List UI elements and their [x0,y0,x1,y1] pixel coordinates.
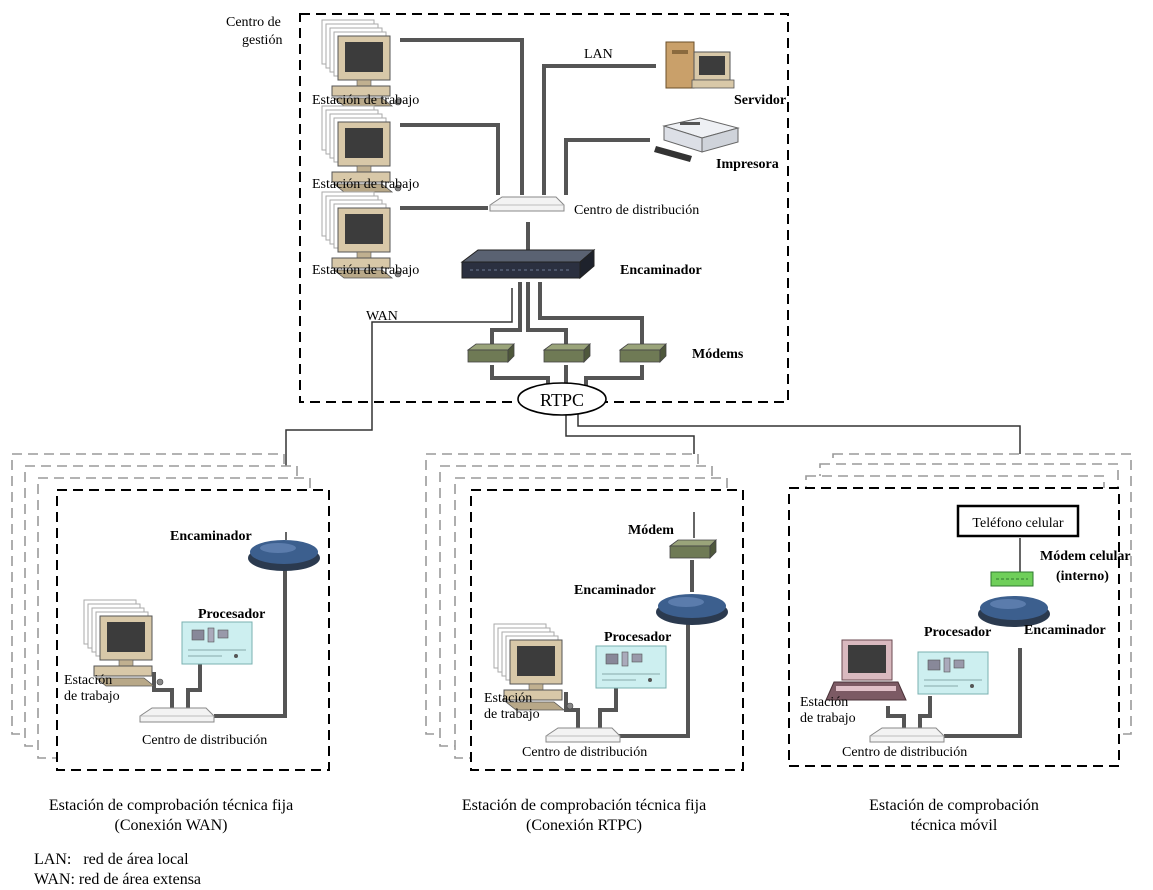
hub-icon-rtpc [545,727,621,743]
station-mobile-cable-ws-hub [886,706,906,728]
rtpc-network-ellipse [517,382,607,416]
station-wan-cable-ws-hub [152,672,174,708]
station-rtpc-cable-router-hub [616,622,690,738]
workstation-label-rtpc-1: Estación [484,691,532,706]
rtpc-label: RTPC [540,390,584,410]
cable-printer-hub [564,138,650,195]
processor-icon-rtpc [595,645,667,689]
wan-label: WAN [366,309,398,324]
printer-label: Impresora [716,157,779,172]
server-icon [665,41,735,89]
legend-lan: LAN: red de área local [34,851,189,868]
modem-icon-3 [619,343,667,363]
modem-label-rtpc: Módem [628,523,674,538]
workstation-label-1: Estación de trabajo [312,93,419,108]
workstation-label-mobile-1: Estación [800,695,848,710]
station-wan-cable-router-hub [214,566,287,718]
cable-router-modem1 [490,282,522,345]
processor-label-rtpc: Procesador [604,630,671,645]
server-label: Servidor [734,93,786,108]
cable-router-modem3 [538,282,644,345]
router-icon-central [460,248,596,280]
router-label-central: Encaminador [620,263,702,278]
caption-mobile-1: Estación de comprobación [869,797,1039,814]
cable-modem3-rtpc [584,365,644,386]
workstation-label-rtpc-2: de trabajo [484,707,540,722]
router-label-wan: Encaminador [170,529,252,544]
modem-icon-1 [467,343,515,363]
modems-label: Módems [692,347,744,362]
station-rtpc-cable-ws-hub [564,692,580,728]
wan-line [285,288,513,532]
cell-phone-label: Teléfono celular [972,516,1063,531]
hub-icon-wan [139,707,215,723]
cell-phone-box [956,504,1080,538]
router-icon-rtpc [656,594,728,625]
caption-rtpc-2: (Conexión RTPC) [526,817,642,834]
cell-modem-icon [990,571,1034,587]
processor-label-mobile: Procesador [924,625,991,640]
processor-icon-mobile [917,651,989,695]
management-center-title-2: gestión [242,33,282,48]
management-center-title-1: Centro de [226,15,281,30]
hub-label-wan: Centro de distribución [142,733,267,748]
station-mobile-cable-proc-hub [918,696,932,728]
modem-icon-2 [543,343,591,363]
legend-wan: WAN: red de área extensa [34,871,201,888]
cable-router-modem2 [526,282,568,345]
cable-server-hub [542,64,656,195]
hub-icon-mobile [869,727,945,743]
station-mobile-cable-router-hub [944,648,1022,738]
station-rtpc-cable-proc-hub [598,688,618,728]
modem-icon-rtpc [669,539,717,559]
cable-ws2-hub [400,123,500,195]
processor-label-wan: Procesador [198,607,265,622]
lan-label: LAN [584,47,613,62]
hub-label-mobile: Centro de distribución [842,745,967,760]
cell-modem-label-2: (interno) [1056,569,1109,584]
router-label-rtpc: Encaminador [574,583,656,598]
workstation-label-mobile-2: de trabajo [800,711,856,726]
caption-wan-2: (Conexión WAN) [114,817,227,834]
cable-ws1-hub [400,38,524,195]
workstation-label-wan-1: Estación [64,673,112,688]
caption-rtpc-1: Estación de comprobación técnica fija [462,797,706,814]
cable-modem1-rtpc [490,365,550,386]
hub-label-rtpc: Centro de distribución [522,745,647,760]
cell-modem-label-1: Módem celular [1040,549,1131,564]
hub-label-central: Centro de distribución [574,203,699,218]
processor-icon-wan [181,621,253,665]
workstation-label-2: Estación de trabajo [312,177,419,192]
caption-wan-1: Estación de comprobación técnica fija [49,797,293,814]
router-label-mobile: Encaminador [1024,623,1106,638]
laptop-icon [825,639,907,701]
hub-icon-central [489,196,565,212]
workstation-label-3: Estación de trabajo [312,263,419,278]
station-wan-cable-proc-hub [186,664,202,708]
printer-icon [654,117,740,162]
router-icon-wan [248,540,320,571]
caption-mobile-2: técnica móvil [911,817,998,834]
workstation-label-wan-2: de trabajo [64,689,120,704]
